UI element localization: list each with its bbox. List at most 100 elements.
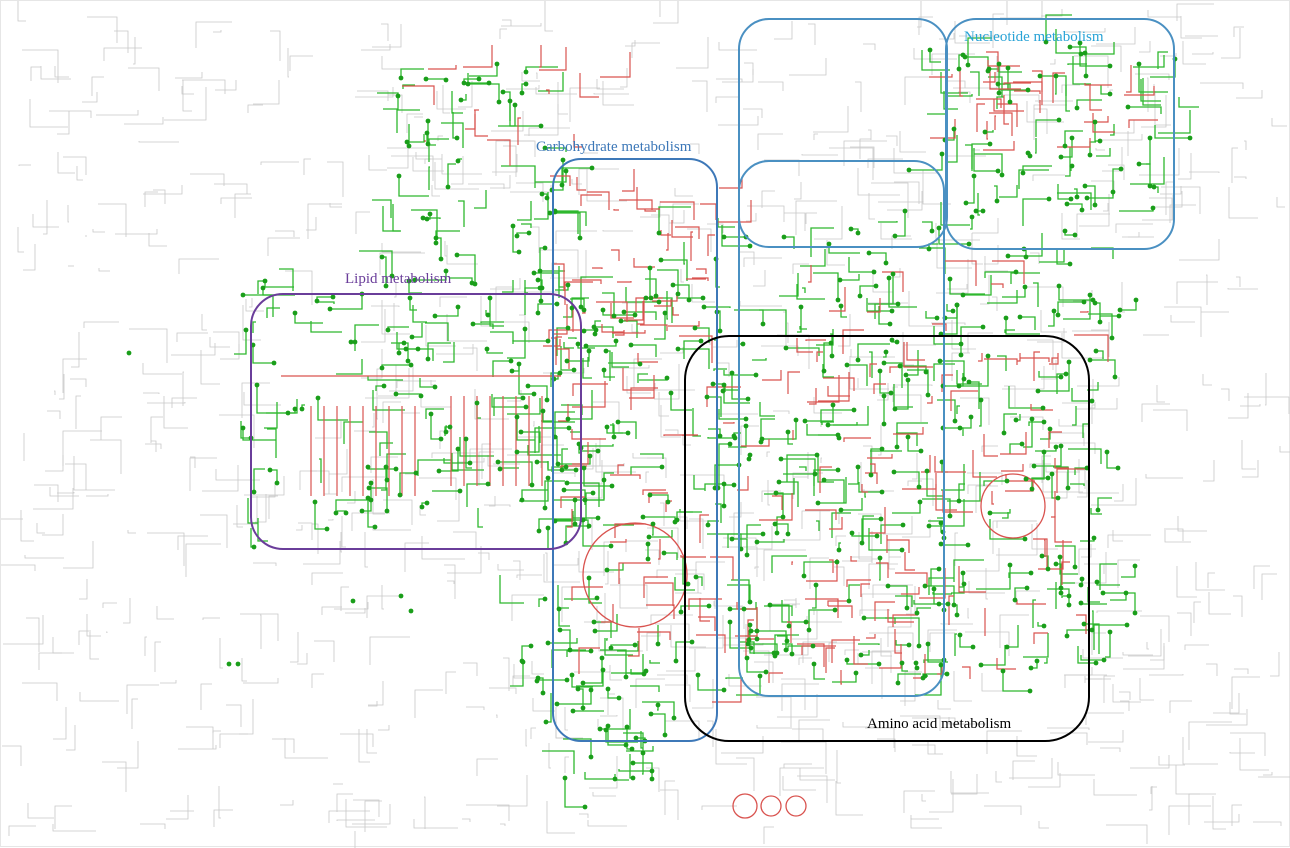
pathway-edge [667, 291, 668, 319]
metabolite-node [663, 733, 668, 738]
pathway-edge [549, 743, 551, 768]
pathway-edge [774, 21, 792, 39]
metabolite-node [605, 568, 610, 573]
pathway-edge [1123, 652, 1153, 655]
pathway-edge [244, 392, 281, 405]
pathway-edge [865, 492, 866, 497]
metabolite-node [1046, 567, 1051, 572]
pathway-edge [503, 658, 509, 691]
pathway-edge [911, 818, 939, 819]
pathway-edge [660, 202, 694, 220]
pathway-edge [1123, 646, 1164, 669]
pathway-edge [600, 52, 630, 77]
pathway-edge [988, 60, 1020, 66]
metabolite-node [1098, 320, 1103, 325]
pathway-edge [1058, 184, 1071, 199]
pathway-edge [629, 375, 654, 398]
pathway-edge [413, 305, 427, 322]
carbohydrate-region-box [553, 159, 717, 741]
pathway-edge [1058, 762, 1095, 775]
pathway-edge [318, 302, 334, 304]
metabolite-node [693, 326, 698, 331]
pathway-edge [21, 510, 34, 541]
metabolite-node [626, 431, 631, 436]
metabolite-node [633, 643, 638, 648]
pathway-edge [557, 690, 591, 704]
metabolite-node [566, 417, 571, 422]
pathway-edge [178, 745, 216, 749]
metabolite-node [613, 777, 618, 782]
metabolite-node [835, 560, 840, 565]
metabolite-node [579, 305, 584, 310]
metabolite-node [889, 391, 894, 396]
pathway-edge [412, 323, 422, 337]
metabolite-node [869, 473, 874, 478]
pathway-edge [538, 72, 563, 91]
pathway-edge [904, 791, 935, 813]
pathway-edge [463, 348, 477, 371]
pathway-edge [747, 206, 784, 222]
metabolite-node [755, 540, 760, 545]
metabolite-node [1008, 563, 1013, 568]
pathway-edge [1048, 433, 1084, 446]
pathway-edge [930, 119, 955, 138]
metabolite-node [948, 277, 953, 282]
pathway-edge [860, 286, 876, 296]
metabolite-node [399, 594, 404, 599]
pathway-edge [1090, 84, 1102, 110]
pathway-edge [368, 467, 396, 469]
metabolite-node [1080, 577, 1085, 582]
pathway-edge [867, 298, 880, 312]
metabolite-node [967, 242, 972, 247]
pathway-edge [1161, 187, 1200, 214]
pathway-edge [226, 705, 241, 727]
metabolite-node [582, 466, 587, 471]
pathway-edge [888, 586, 907, 608]
pathway-edge [462, 819, 470, 822]
pathway-edge [758, 82, 783, 91]
metabolite-node [380, 366, 385, 371]
pathway-edge [1122, 232, 1139, 237]
metabolite-node [612, 435, 617, 440]
pathway-edge [1099, 134, 1142, 140]
pathway-edge [999, 185, 1017, 197]
pathway-edge [1063, 295, 1090, 319]
metabolite-node [939, 521, 944, 526]
pathway-edge [1181, 16, 1202, 38]
metabolite-node [728, 442, 733, 447]
metabolite-node [263, 279, 268, 284]
pathway-edge [927, 471, 943, 496]
pathway-edge [182, 86, 194, 94]
pathway-edge [463, 663, 477, 676]
pathway-edge [312, 573, 343, 585]
metabolite-node [1108, 64, 1113, 69]
pathway-edge [383, 206, 401, 231]
pathway-edge [1013, 82, 1042, 105]
metabolite-node [429, 412, 434, 417]
pathway-edge [66, 725, 75, 750]
metabolite-node [268, 468, 273, 473]
pathway-edge [936, 259, 968, 293]
pathway-edge [1240, 404, 1260, 406]
pathway-edge [631, 345, 656, 357]
pathway-edge [487, 349, 503, 353]
pathway-edge [1068, 449, 1101, 464]
metabolite-node [384, 465, 389, 470]
metabolite-node [758, 674, 763, 679]
pathway-edge [559, 609, 570, 626]
pathway-edge [579, 169, 619, 195]
pathway-edge [1171, 315, 1195, 322]
metabolite-node [524, 70, 529, 75]
metabolite-node [811, 644, 816, 649]
pathway-edge [544, 554, 580, 582]
metabolite-node [614, 339, 619, 344]
pathway-edge [710, 557, 733, 580]
pathway-edge [1141, 95, 1166, 127]
pathway-edge [657, 675, 687, 684]
pathway-edge [84, 322, 119, 328]
pathway-edge [572, 429, 606, 439]
pathway-edge [707, 224, 723, 233]
metabolite-node [890, 338, 895, 343]
metabolite-node [907, 643, 912, 648]
metabolite-node [1101, 591, 1106, 596]
